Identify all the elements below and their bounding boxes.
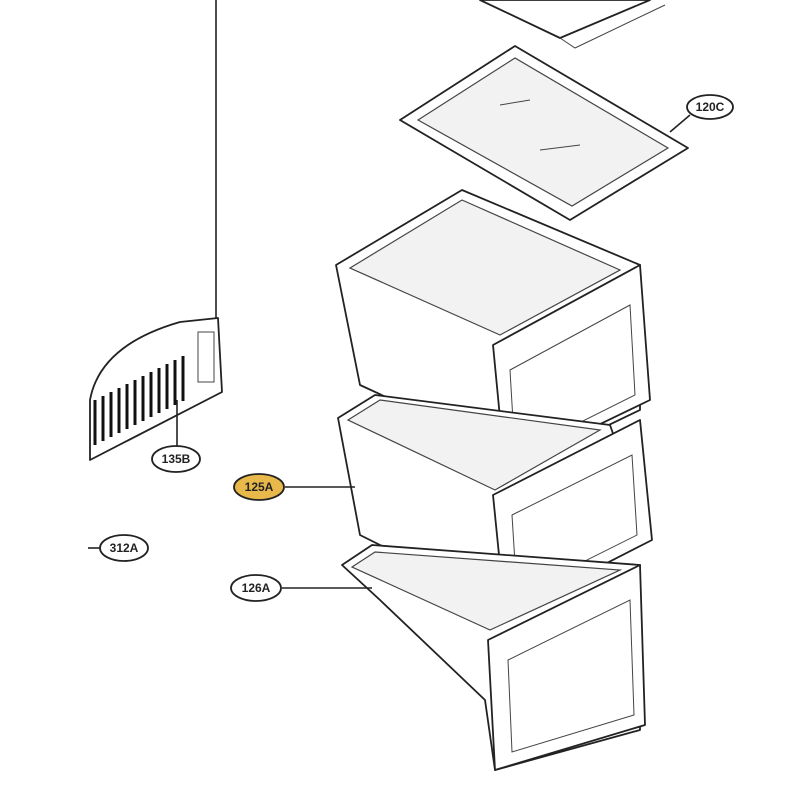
svg-text:312A: 312A: [110, 541, 139, 555]
svg-text:125A: 125A: [245, 480, 274, 494]
callout-125a[interactable]: 125A: [233, 473, 285, 501]
crisper-drawer-126a: [341, 544, 646, 771]
callout-135b[interactable]: 135B: [151, 445, 201, 473]
upper-shelf-partial: [479, 0, 666, 49]
callout-120c[interactable]: 120C: [686, 94, 734, 120]
svg-text:135B: 135B: [162, 452, 191, 466]
callout-126a[interactable]: 126A: [230, 574, 282, 602]
svg-text:120C: 120C: [696, 100, 725, 114]
svg-text:126A: 126A: [242, 581, 271, 595]
glass-shelf-120c: [399, 45, 689, 221]
callout-312a[interactable]: 312A: [99, 534, 149, 562]
vent-grille-135b: [89, 317, 223, 461]
